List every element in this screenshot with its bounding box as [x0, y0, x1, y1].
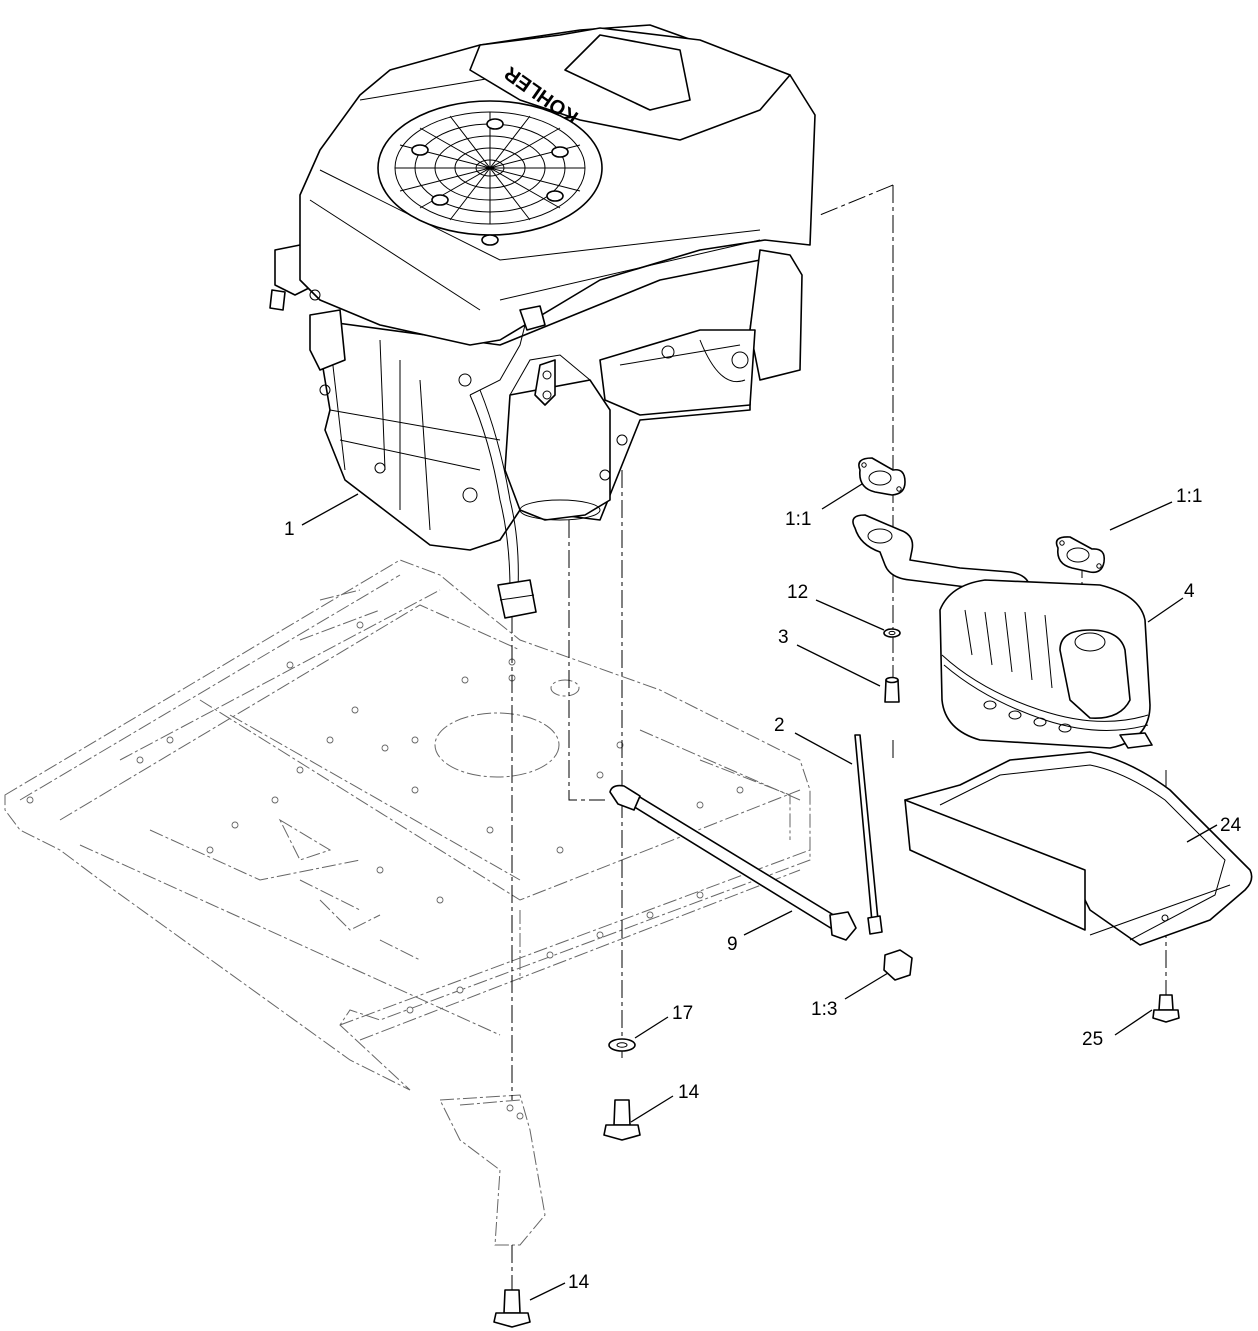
callout-1-1-left: 1:1 — [785, 509, 811, 530]
cap-nut — [883, 949, 913, 981]
callout-14-upper: 14 — [678, 1082, 700, 1103]
bolt-25 — [1152, 994, 1180, 1023]
callout-1-1-right: 1:1 — [1176, 486, 1202, 507]
callout-25: 25 — [1082, 1029, 1103, 1050]
callout-leaders — [301, 483, 1218, 1301]
callout-2: 2 — [774, 715, 785, 736]
bolt-14-upper — [603, 1099, 641, 1141]
exhaust-gasket-right — [1055, 536, 1106, 574]
callout-labels: 1 1:1 1:1 4 12 3 2 24 9 1:3 17 25 14 14 — [284, 486, 1242, 1293]
dipstick-rod — [854, 734, 883, 935]
fuel-tube — [609, 784, 857, 941]
heat-shield — [904, 751, 1253, 946]
bolt-3 — [884, 676, 900, 703]
callout-1-3: 1:3 — [811, 999, 837, 1020]
washer-17 — [608, 1038, 636, 1052]
callout-1: 1 — [284, 519, 295, 540]
callout-24: 24 — [1220, 815, 1242, 836]
bolt-14-lower — [493, 1289, 531, 1328]
muffler — [852, 514, 1153, 749]
callout-4: 4 — [1184, 581, 1195, 602]
washer-12 — [883, 628, 901, 638]
callout-9: 9 — [727, 934, 738, 955]
engine-assembly: KOHLER — [269, 24, 816, 619]
callout-3: 3 — [778, 627, 789, 648]
mower-frame — [4, 559, 811, 1246]
exhaust-gasket-left — [858, 457, 906, 496]
callout-17: 17 — [672, 1003, 693, 1024]
callout-12: 12 — [787, 582, 808, 603]
callout-14-lower: 14 — [568, 1272, 590, 1293]
